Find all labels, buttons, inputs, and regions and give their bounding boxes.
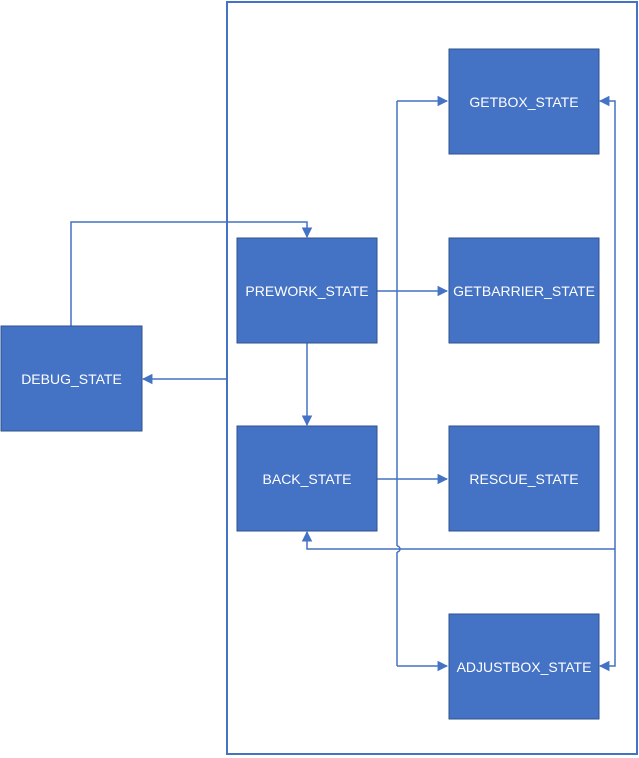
edge-return-to-back	[301, 530, 615, 550]
node-getbarrier-label: GETBARRIER_STATE	[453, 283, 595, 299]
node-debug-state[interactable]: DEBUG_STATE	[0, 325, 143, 432]
node-back-state[interactable]: BACK_STATE	[236, 425, 378, 532]
node-getbarrier-state[interactable]: GETBARRIER_STATE	[448, 237, 600, 344]
node-getbox-state[interactable]: GETBOX_STATE	[448, 48, 600, 155]
node-adjustbox-label: ADJUSTBOX_STATE	[457, 659, 592, 675]
node-prework-state[interactable]: PREWORK_STATE	[236, 237, 378, 344]
node-adjustbox-state[interactable]: ADJUSTBOX_STATE	[448, 613, 600, 720]
edge-right-loop-vertical	[598, 120, 616, 672]
node-rescue-state[interactable]: RESCUE_STATE	[448, 425, 600, 532]
state-group-frame	[226, 1, 638, 755]
node-prework-label: PREWORK_STATE	[245, 283, 368, 299]
node-debug-label: DEBUG_STATE	[21, 371, 122, 387]
node-getbox-label: GETBOX_STATE	[469, 94, 578, 110]
edge-right-loop-top	[598, 95, 616, 120]
node-back-label: BACK_STATE	[263, 471, 352, 487]
edge-debug-to-prework	[70, 221, 313, 326]
node-rescue-label: RESCUE_STATE	[469, 471, 578, 487]
